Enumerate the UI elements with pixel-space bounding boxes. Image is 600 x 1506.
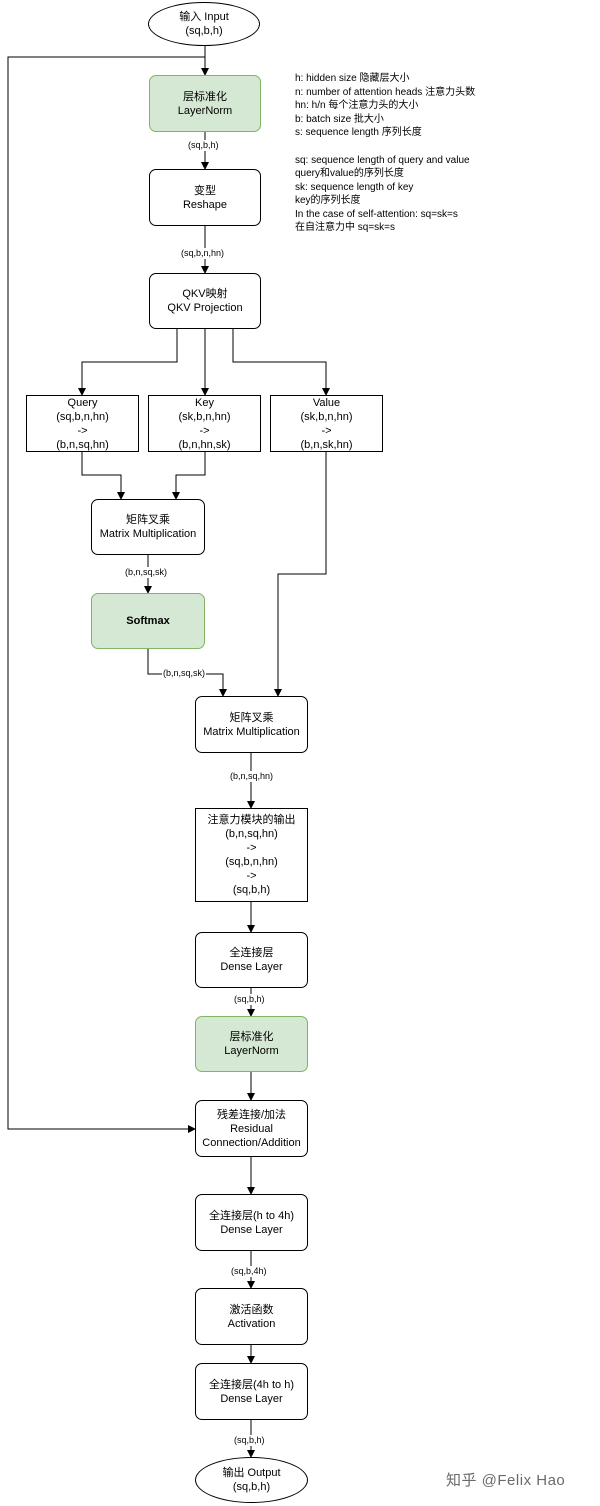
edge-qkv-query xyxy=(78,329,178,396)
edge-residual-skip xyxy=(7,56,205,1133)
label-after-softmax: (b,n,sq,sk) xyxy=(162,668,207,679)
layernorm2-label-zh: 层标准化 xyxy=(229,1031,274,1043)
matmul1-node: 矩阵叉乘 Matrix Multiplication xyxy=(91,499,205,555)
residual-node: 残差连接/加法 Residual Connection/Addition xyxy=(195,1100,308,1157)
key-shape-in: (sk,b,n,hn) xyxy=(178,410,231,423)
attn-out-arrow-1: -> xyxy=(246,842,257,854)
dense-4hh-label-zh: 全连接层(4h to h) xyxy=(209,1378,294,1391)
attn-out-shape-2: (sq,b,n,hn) xyxy=(225,856,278,868)
label-after-matmul1: (b,n,sq,sk) xyxy=(124,567,169,578)
softmax-label: Softmax xyxy=(126,615,170,627)
note-attention-heads: n: number of attention heads 注意力头数 xyxy=(295,86,476,98)
output-shape: (sq,b,h) xyxy=(232,1481,271,1493)
note-sk-zh: key的序列长度 xyxy=(295,195,361,206)
value-node: Value (sk,b,n,hn) -> (b,n,sk,hn) xyxy=(270,395,383,452)
layernorm2-label-en: LayerNorm xyxy=(224,1045,279,1057)
matmul2-label-en: Matrix Multiplication xyxy=(203,725,300,738)
activation-label-en: Activation xyxy=(227,1317,276,1330)
value-arrow: -> xyxy=(321,424,332,437)
residual-label-en-2: Connection/Addition xyxy=(202,1136,301,1149)
attention-output-node: 注意力模块的输出 (b,n,sq,hn) -> (sq,b,n,hn) -> (… xyxy=(195,808,308,902)
label-after-dense-h4h: (sq,b,4h) xyxy=(230,1266,268,1277)
edge-query-matmul1 xyxy=(81,452,125,500)
note-self-attention-zh: 在自注意力中 sq=sk=s xyxy=(295,222,396,233)
watermark: 知乎 @Felix Hao xyxy=(446,1472,566,1489)
layernorm2-node: 层标准化 LayerNorm xyxy=(195,1016,308,1072)
label-after-layernorm1: (sq,b,h) xyxy=(187,140,220,151)
dense1-label-en: Dense Layer xyxy=(220,961,283,973)
input-label: 输入 Input xyxy=(179,11,229,23)
value-title: Value xyxy=(312,396,341,409)
edge-key-matmul1 xyxy=(172,452,206,500)
activation-label-zh: 激活函数 xyxy=(229,1303,274,1316)
label-after-matmul2: (b,n,sq,hn) xyxy=(229,771,275,782)
matmul1-label-zh: 矩阵叉乘 xyxy=(126,514,170,526)
note-sq-en: sq: sequence length of query and value xyxy=(295,154,470,166)
attn-out-title: 注意力模块的输出 xyxy=(207,814,296,826)
dense-h-to-4h-node: 全连接层(h to 4h) Dense Layer xyxy=(195,1194,308,1251)
query-title: Query xyxy=(67,396,98,409)
note-sequence-length: s: sequence length 序列长度 xyxy=(295,127,422,138)
residual-label-zh: 残差连接/加法 xyxy=(216,1108,287,1121)
query-node: Query (sq,b,n,hn) -> (b,n,sq,hn) xyxy=(26,395,139,452)
note-hidden-size: h: hidden size 隐藏层大小 xyxy=(295,73,410,84)
softmax-node: Softmax xyxy=(91,593,205,649)
dense-layer-node: 全连接层 Dense Layer xyxy=(195,932,308,988)
note-batch-size: b: batch size 批大小 xyxy=(295,113,384,125)
attn-out-arrow-2: -> xyxy=(246,870,257,882)
note-head-size: hn: h/n 每个注意力头的大小 xyxy=(295,100,419,111)
edge-qkv-value xyxy=(232,329,330,396)
label-after-dense-4hh: (sq,b,h) xyxy=(233,1435,266,1446)
key-title: Key xyxy=(195,396,214,409)
matmul2-label-zh: 矩阵叉乘 xyxy=(229,711,274,724)
note-sk-en: sk: sequence length of key xyxy=(295,181,414,193)
activation-node: 激活函数 Activation xyxy=(195,1288,308,1345)
input-node: 输入 Input (sq,b,h) xyxy=(148,2,260,46)
query-shape-out: (b,n,sq,hn) xyxy=(56,438,109,451)
edge-value-matmul2 xyxy=(274,452,327,697)
label-after-reshape: (sq,b,n,hn) xyxy=(180,248,226,259)
output-node: 输出 Output (sq,b,h) xyxy=(195,1457,308,1503)
attn-out-shape-3: (sq,b,h) xyxy=(232,884,271,896)
dense-h4h-label-zh: 全连接层(h to 4h) xyxy=(209,1209,294,1222)
key-arrow: -> xyxy=(199,424,210,437)
query-arrow: -> xyxy=(77,424,88,437)
key-node: Key (sk,b,n,hn) -> (b,n,hn,sk) xyxy=(148,395,261,452)
notation-notes: h: hidden size 隐藏层大小 n: number of attent… xyxy=(295,72,475,235)
output-label: 输出 Output xyxy=(222,1467,281,1479)
qkv-label-en: QKV Projection xyxy=(167,302,243,314)
value-shape-out: (b,n,sk,hn) xyxy=(300,438,353,451)
input-shape: (sq,b,h) xyxy=(185,25,223,37)
dense-4hh-label-en: Dense Layer xyxy=(220,1392,283,1405)
layernorm-label-zh: 层标准化 xyxy=(183,90,227,103)
dense-4h-to-h-node: 全连接层(4h to h) Dense Layer xyxy=(195,1363,308,1420)
reshape-label-en: Reshape xyxy=(182,198,228,211)
residual-label-en-1: Residual xyxy=(230,1122,273,1135)
attn-out-shape-1: (b,n,sq,hn) xyxy=(225,828,278,840)
layernorm-label-en: LayerNorm xyxy=(177,104,233,117)
key-shape-out: (b,n,hn,sk) xyxy=(178,438,231,451)
label-after-dense1: (sq,b,h) xyxy=(233,994,266,1005)
reshape-node: 变型 Reshape xyxy=(149,169,261,226)
note-self-attention-en: In the case of self-attention: sq=sk=s xyxy=(295,208,458,220)
note-sq-zh: query和value的序列长度 xyxy=(295,168,404,179)
query-shape-in: (sq,b,n,hn) xyxy=(56,410,109,423)
layernorm-node: 层标准化 LayerNorm xyxy=(149,75,261,132)
dense1-label-zh: 全连接层 xyxy=(229,947,274,959)
reshape-label-zh: 变型 xyxy=(194,184,216,197)
qkv-label-zh: QKV映射 xyxy=(182,288,228,300)
matmul1-label-en: Matrix Multiplication xyxy=(99,528,197,540)
matmul2-node: 矩阵叉乘 Matrix Multiplication xyxy=(195,696,308,753)
value-shape-in: (sk,b,n,hn) xyxy=(300,410,353,423)
qkv-projection-node: QKV映射 QKV Projection xyxy=(149,273,261,329)
dense-h4h-label-en: Dense Layer xyxy=(220,1223,283,1236)
note-spacer xyxy=(295,140,475,154)
